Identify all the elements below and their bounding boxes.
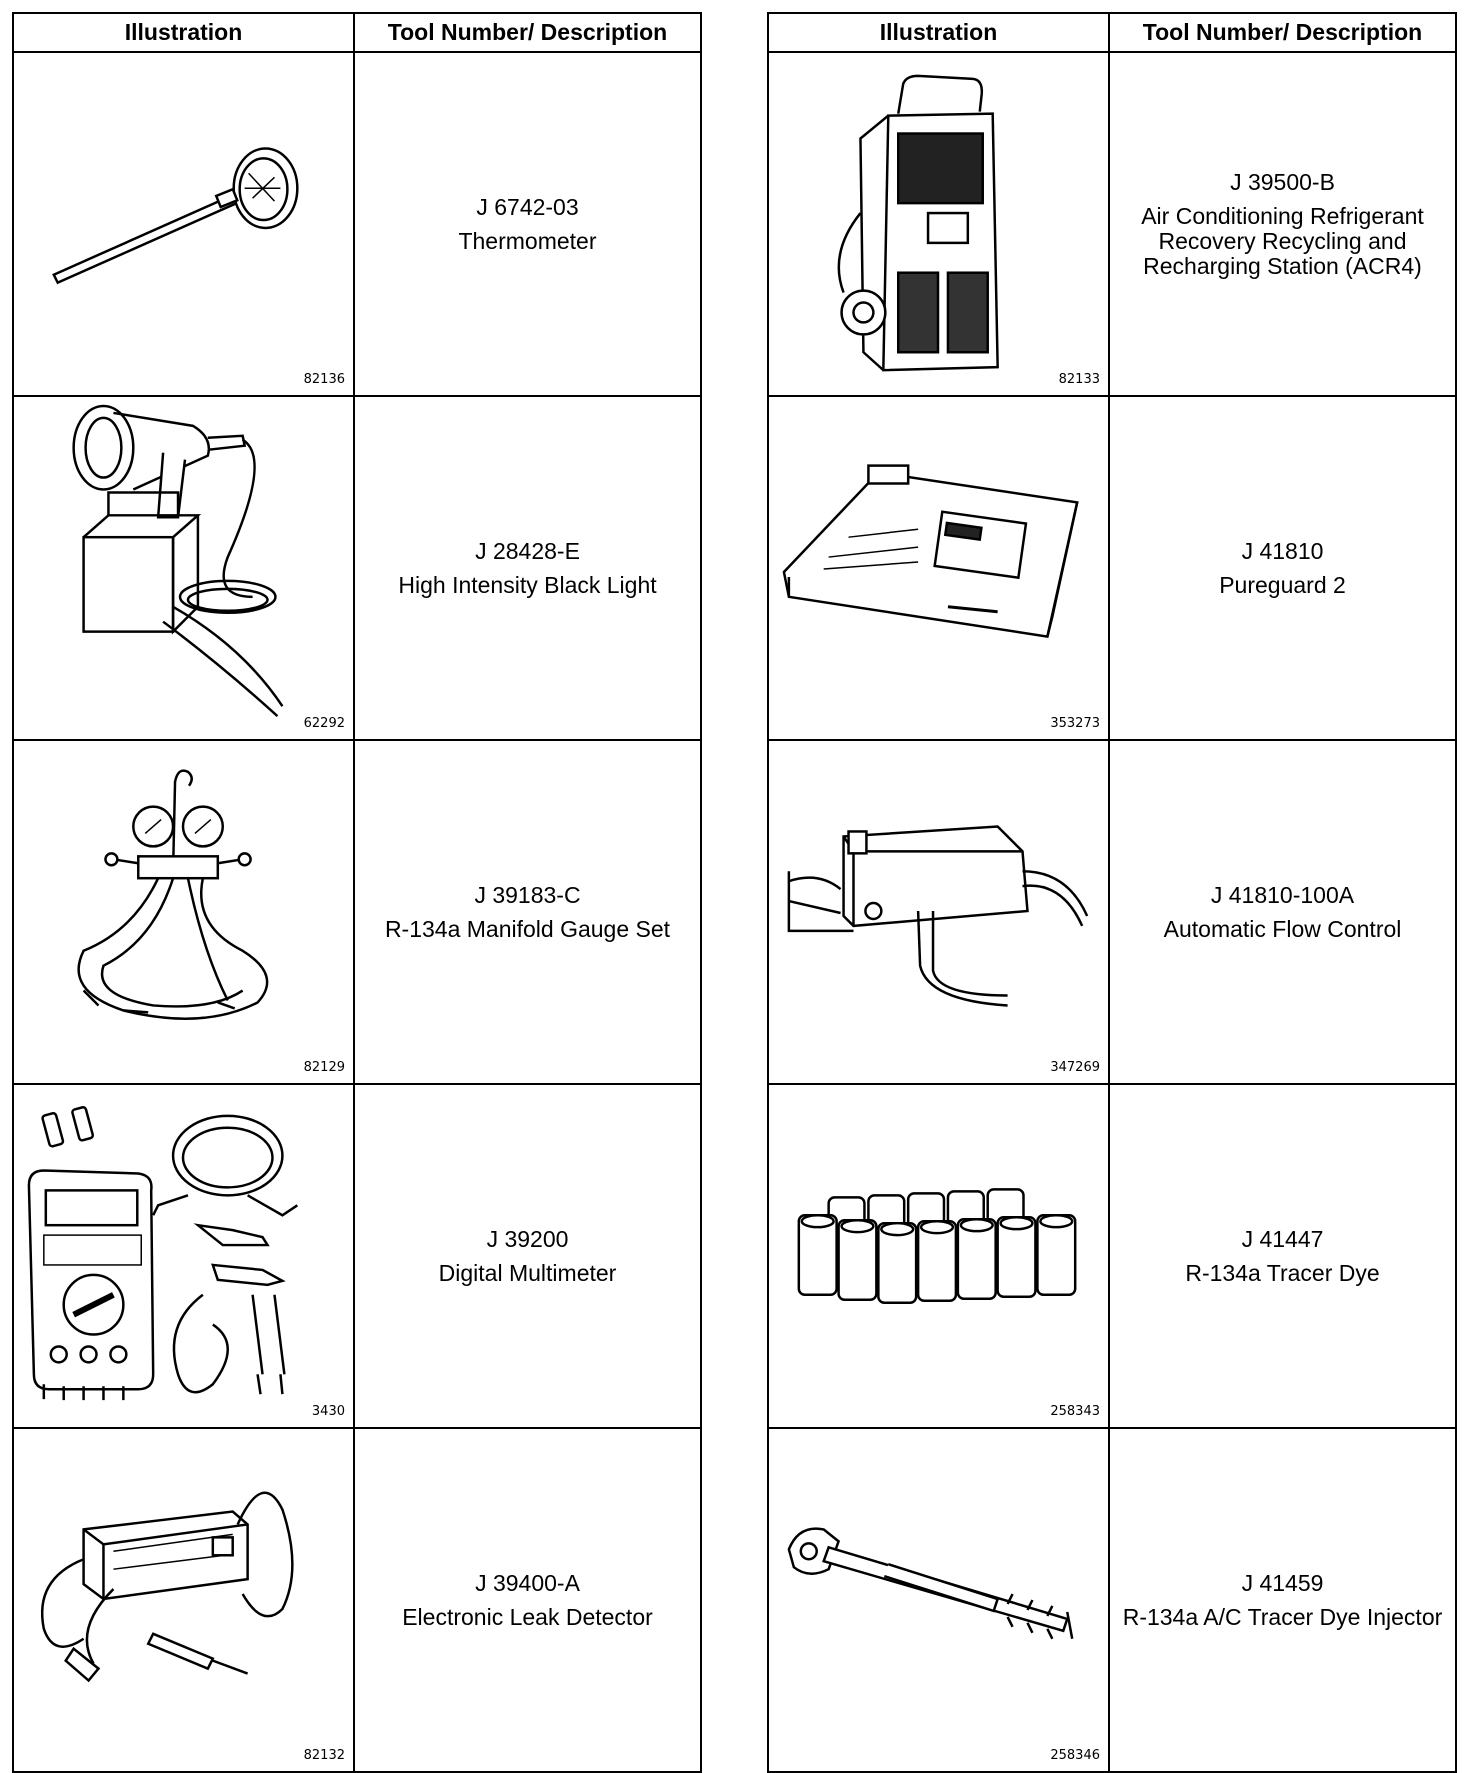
tracer-dye-icon	[797, 1188, 1077, 1304]
figure-number: 82132	[303, 1748, 345, 1763]
recovery-station-icon	[837, 74, 999, 372]
flow-control-icon	[787, 825, 1089, 1007]
illustration-cell: 3430	[12, 1083, 355, 1429]
description-cell: J 41810 Pureguard 2	[1108, 395, 1457, 741]
tool-description: R-134a Manifold Gauge Set	[384, 915, 671, 942]
description-cell: J 39183-C R-134a Manifold Gauge Set	[353, 739, 702, 1085]
description-cell: J 41810-100A Automatic Flow Control	[1108, 739, 1457, 1085]
tool-number: J 39200	[486, 1225, 569, 1252]
manifold-gauge-icon	[77, 769, 269, 1020]
illustration-cell: 82136	[12, 51, 355, 397]
tool-table-right: Illustration Tool Number/ Description	[767, 12, 1457, 1773]
tool-description: Automatic Flow Control	[1163, 915, 1402, 942]
black-light-icon	[72, 404, 284, 718]
table-row: 62292 J 28428-E High Intensity Black Lig…	[12, 395, 702, 741]
figure-number: 347269	[1050, 1060, 1100, 1075]
table-row: 347269 J 41810-100A Automatic Flow Contr…	[767, 739, 1457, 1085]
illustration-header: Illustration	[767, 12, 1110, 53]
table-row: 82133 J 39500-B Air Conditioning Refrige…	[767, 51, 1457, 397]
tool-description: Pureguard 2	[1219, 571, 1346, 598]
tool-number: J 41810-100A	[1210, 881, 1355, 908]
thermometer-icon	[52, 147, 299, 285]
description-cell: J 39500-B Air Conditioning Refrigerant R…	[1108, 51, 1457, 397]
figure-number: 3430	[311, 1404, 345, 1419]
tool-description: High Intensity Black Light	[398, 571, 657, 598]
pureguard-icon	[782, 464, 1079, 639]
description-cell: J 6742-03 Thermometer	[353, 51, 702, 397]
table-row: 82129 J 39183-C R-134a Manifold Gauge Se…	[12, 739, 702, 1085]
illustration-cell: 258346	[767, 1427, 1110, 1773]
illustration-cell: 82129	[12, 739, 355, 1085]
leak-detector-icon	[40, 1491, 294, 1683]
tool-number: J 41447	[1241, 1225, 1324, 1252]
illustration-cell: 82133	[767, 51, 1110, 397]
description-cell: J 39200 Digital Multimeter	[353, 1083, 702, 1429]
tool-description: Thermometer	[458, 227, 597, 254]
figure-number: 258343	[1050, 1404, 1100, 1419]
figure-number: 258346	[1050, 1748, 1100, 1763]
illustration-cell: 258343	[767, 1083, 1110, 1429]
tool-number: J 6742-03	[476, 193, 579, 220]
dye-injector-icon	[787, 1527, 1074, 1640]
table-row: 258346 J 41459 R-134a A/C Tracer Dye Inj…	[767, 1427, 1457, 1773]
figure-number: 353273	[1050, 716, 1100, 731]
tool-number: J 28428-E	[475, 537, 580, 564]
table-row: 82136 J 6742-03 Thermometer	[12, 51, 702, 397]
table-row: 353273 J 41810 Pureguard 2	[767, 395, 1457, 741]
description-cell: J 28428-E High Intensity Black Light	[353, 395, 702, 741]
table-header: Illustration Tool Number/ Description	[767, 12, 1457, 53]
multimeter-icon	[27, 1106, 299, 1401]
illustration-cell: 82132	[12, 1427, 355, 1773]
tool-description: R-134a A/C Tracer Dye Injector	[1122, 1603, 1443, 1630]
tool-number: J 39400-A	[475, 1569, 580, 1596]
description-header: Tool Number/ Description	[353, 12, 702, 53]
tool-number: J 39183-C	[474, 881, 581, 908]
description-cell: J 39400-A Electronic Leak Detector	[353, 1427, 702, 1773]
figure-number: 82136	[303, 372, 345, 387]
table-header: Illustration Tool Number/ Description	[12, 12, 702, 53]
tool-number: J 41810	[1241, 537, 1324, 564]
tool-table-left: Illustration Tool Number/ Description 82…	[12, 12, 702, 1773]
table-row: 258343 J 41447 R-134a Tracer Dye	[767, 1083, 1457, 1429]
description-cell: J 41459 R-134a A/C Tracer Dye Injector	[1108, 1427, 1457, 1773]
description-cell: J 41447 R-134a Tracer Dye	[1108, 1083, 1457, 1429]
description-header: Tool Number/ Description	[1108, 12, 1457, 53]
figure-number: 82129	[303, 1060, 345, 1075]
tool-description: Digital Multimeter	[438, 1259, 617, 1286]
illustration-header: Illustration	[12, 12, 355, 53]
tool-description: R-134a Tracer Dye	[1185, 1259, 1380, 1286]
tool-description: Air Conditioning Refrigerant Recovery Re…	[1141, 202, 1424, 279]
table-row: 82132 J 39400-A Electronic Leak Detector	[12, 1427, 702, 1773]
table-row: 3430 J 39200 Digital Multimeter	[12, 1083, 702, 1429]
illustration-cell: 62292	[12, 395, 355, 741]
illustration-cell: 353273	[767, 395, 1110, 741]
tool-number: J 41459	[1241, 1569, 1324, 1596]
tool-description: Electronic Leak Detector	[402, 1603, 653, 1630]
figure-number: 62292	[303, 716, 345, 731]
tool-number: J 39500-B	[1230, 168, 1335, 195]
illustration-cell: 347269	[767, 739, 1110, 1085]
figure-number: 82133	[1058, 372, 1100, 387]
